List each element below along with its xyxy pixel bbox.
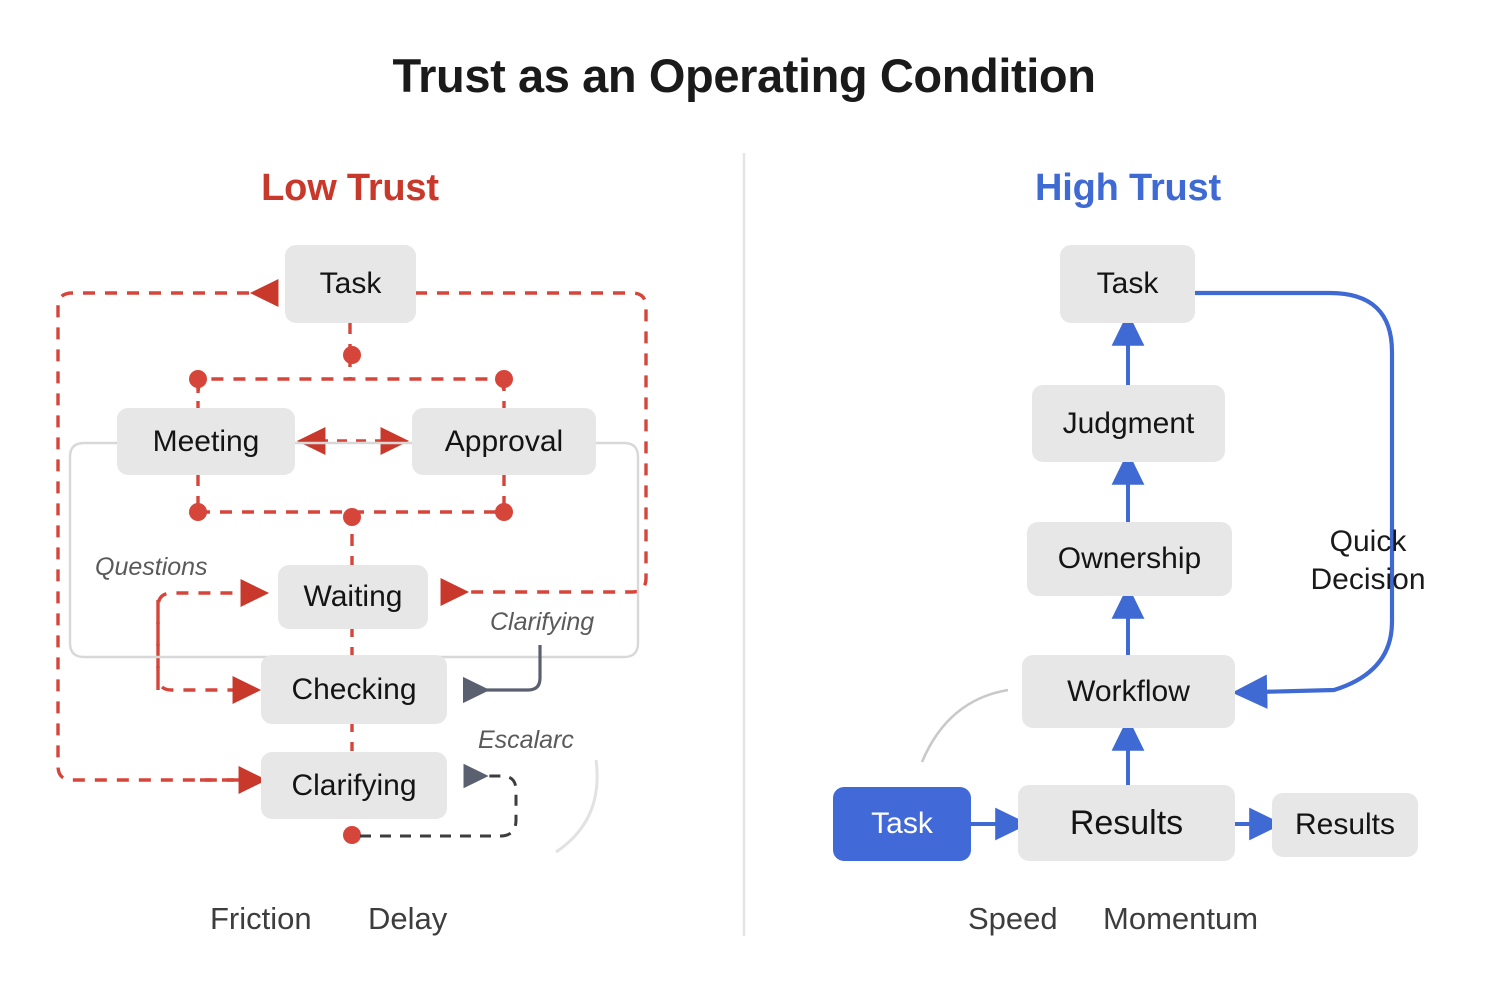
- edge-label-quick-decision: Quick Decision: [1288, 523, 1448, 600]
- node-low-checking[interactable]: Checking: [261, 655, 447, 724]
- node-high-judgment[interactable]: Judgment: [1032, 385, 1225, 462]
- quick-decision-line2: Decision: [1310, 563, 1426, 597]
- footer-label-momentum: Momentum: [1103, 901, 1259, 936]
- edge-bus-top: [196, 377, 506, 394]
- footer-label-friction: Friction: [210, 901, 312, 936]
- node-high-task[interactable]: Task: [1060, 245, 1195, 323]
- node-low-task[interactable]: Task: [285, 245, 416, 323]
- low-trust-heading: Low Trust: [261, 167, 439, 209]
- edge-label-questions: Questions: [95, 553, 208, 581]
- node-high-results-2[interactable]: Results: [1272, 793, 1418, 857]
- footer-label-delay: Delay: [368, 901, 448, 936]
- decorative-curve-right: [920, 688, 1009, 763]
- edge-outer-left-loop: [56, 279, 279, 782]
- decorative-curve-left: [555, 759, 599, 854]
- quick-decision-line1: Quick: [1329, 525, 1407, 558]
- footer-label-speed: Speed: [968, 901, 1058, 936]
- edge-questions-to-waiting: [156, 579, 270, 690]
- node-low-clarifying[interactable]: Clarifying: [261, 752, 447, 819]
- node-high-ownership[interactable]: Ownership: [1027, 522, 1232, 596]
- edge-clarifying-to-checking: [462, 645, 542, 704]
- edge-label-escalarc: Escalarc: [478, 726, 574, 754]
- node-low-meeting[interactable]: Meeting: [117, 408, 295, 475]
- edge-quick-decision: [1195, 290, 1395, 709]
- edge-label-clarifying: Clarifying: [490, 608, 595, 636]
- node-high-results[interactable]: Results: [1018, 785, 1235, 861]
- page-title: Trust as an Operating Condition: [392, 49, 1096, 102]
- high-trust-heading: High Trust: [1035, 167, 1221, 209]
- node-high-task-start[interactable]: Task: [833, 787, 971, 861]
- node-low-approval[interactable]: Approval: [412, 408, 596, 475]
- edge-questions-to-checking: [156, 600, 262, 704]
- node-low-waiting[interactable]: Waiting: [278, 565, 428, 629]
- node-high-workflow[interactable]: Workflow: [1022, 655, 1235, 728]
